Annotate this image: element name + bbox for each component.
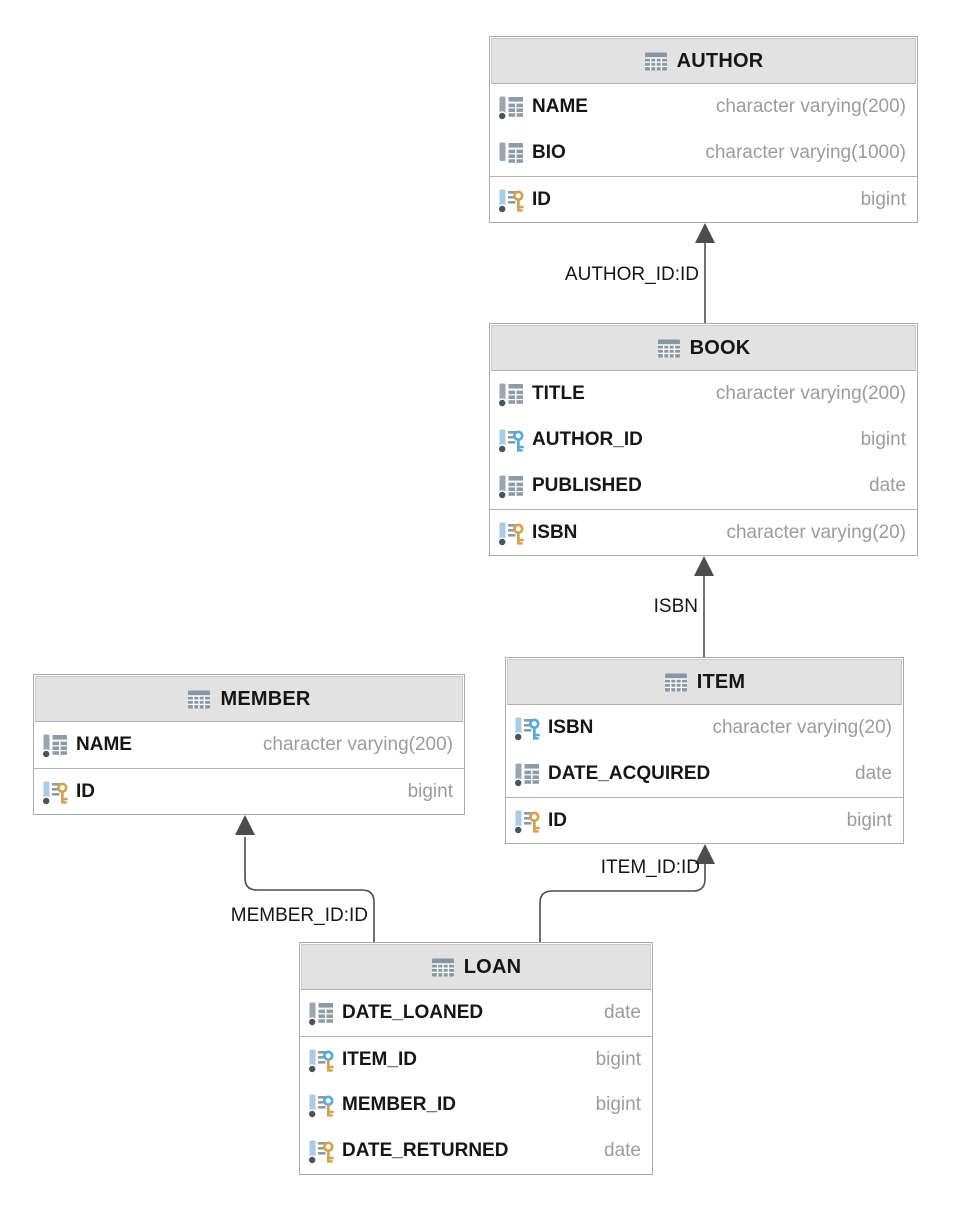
table-title: ITEM bbox=[696, 670, 746, 693]
column-name: TITLE bbox=[532, 383, 585, 404]
relationship-label: ISBN bbox=[654, 596, 698, 617]
primary-foreign-key-icon bbox=[307, 1091, 335, 1119]
relationship-item-book[interactable]: ISBN bbox=[654, 556, 714, 657]
column-name: ID bbox=[548, 809, 567, 831]
primary-key-icon bbox=[41, 778, 69, 806]
relationship-loan-member[interactable]: MEMBER_ID:ID bbox=[231, 815, 375, 942]
table-title: BOOK bbox=[689, 336, 751, 359]
column-icon bbox=[497, 139, 525, 167]
column-name: ISBN bbox=[532, 521, 578, 543]
column-row-published[interactable]: PUBLISHED date bbox=[490, 463, 917, 509]
column-type: bigint bbox=[595, 1094, 641, 1115]
table-icon bbox=[187, 689, 211, 710]
column-name: ID bbox=[76, 780, 95, 802]
primary-key-icon bbox=[513, 807, 541, 835]
column-row-isbn[interactable]: ISBN character varying(20) bbox=[490, 509, 917, 555]
column-row-member_id[interactable]: MEMBER_ID bigint bbox=[300, 1082, 652, 1128]
table-item[interactable]: ITEM ISBN character varying(20) DATE_ACQUIR… bbox=[505, 657, 904, 844]
table-icon bbox=[644, 51, 668, 72]
primary-key-icon bbox=[497, 186, 525, 214]
primary-key-icon bbox=[497, 519, 525, 547]
arrowhead-icon bbox=[695, 844, 715, 864]
table-member[interactable]: MEMBER NAME character varying(200) ID bigint bbox=[33, 674, 465, 815]
column-name: NAME bbox=[532, 96, 588, 117]
column-type: bigint bbox=[860, 429, 906, 450]
column-name: BIO bbox=[532, 142, 566, 163]
column-name: ID bbox=[532, 188, 551, 210]
column-name: AUTHOR_ID bbox=[532, 429, 643, 450]
relationship-loan-item[interactable]: ITEM_ID:ID bbox=[539, 844, 715, 942]
column-icon bbox=[513, 760, 541, 788]
column-name: ISBN bbox=[548, 717, 594, 738]
table-icon bbox=[657, 338, 681, 359]
column-row-date_loaned[interactable]: DATE_LOANED date bbox=[300, 990, 652, 1036]
table-title: LOAN bbox=[463, 955, 522, 978]
column-name: DATE_LOANED bbox=[342, 1002, 484, 1023]
table-header-book[interactable]: BOOK bbox=[491, 325, 916, 371]
column-type: character varying(20) bbox=[726, 521, 906, 543]
table-header-item[interactable]: ITEM bbox=[507, 659, 902, 705]
column-type: bigint bbox=[595, 1048, 641, 1070]
column-icon bbox=[307, 999, 335, 1027]
column-row-date_returned[interactable]: DATE_RETURNED date bbox=[300, 1128, 652, 1174]
column-type: character varying(20) bbox=[712, 717, 892, 738]
column-name: MEMBER_ID bbox=[342, 1094, 457, 1115]
relationship-book-author[interactable]: AUTHOR_ID:ID bbox=[565, 223, 715, 323]
column-type: date bbox=[855, 763, 892, 784]
column-row-bio[interactable]: BIO character varying(1000) bbox=[490, 130, 917, 176]
column-row-isbn[interactable]: ISBN character varying(20) bbox=[506, 705, 903, 751]
foreign-key-icon bbox=[513, 714, 541, 742]
table-header-member[interactable]: MEMBER bbox=[35, 676, 463, 722]
table-header-loan[interactable]: LOAN bbox=[301, 944, 651, 990]
table-header-author[interactable]: AUTHOR bbox=[491, 38, 916, 84]
column-type: bigint bbox=[860, 188, 906, 210]
column-icon bbox=[41, 731, 69, 759]
relationship-label: MEMBER_ID:ID bbox=[231, 905, 368, 926]
column-row-author_id[interactable]: AUTHOR_ID bigint bbox=[490, 417, 917, 463]
table-title: AUTHOR bbox=[676, 49, 764, 72]
column-row-name[interactable]: NAME character varying(200) bbox=[490, 84, 917, 130]
primary-key-icon bbox=[307, 1137, 335, 1165]
foreign-key-icon bbox=[497, 426, 525, 454]
column-icon bbox=[497, 93, 525, 121]
column-row-item_id[interactable]: ITEM_ID bigint bbox=[300, 1036, 652, 1082]
relationship-line[interactable] bbox=[539, 864, 706, 942]
column-row-id[interactable]: ID bigint bbox=[506, 797, 903, 843]
relationship-label: ITEM_ID:ID bbox=[601, 857, 700, 878]
column-icon bbox=[497, 380, 525, 408]
column-row-date_acquired[interactable]: DATE_ACQUIRED date bbox=[506, 751, 903, 797]
column-row-id[interactable]: ID bigint bbox=[34, 768, 464, 814]
column-row-name[interactable]: NAME character varying(200) bbox=[34, 722, 464, 768]
column-icon bbox=[497, 472, 525, 500]
table-title: MEMBER bbox=[220, 687, 311, 710]
column-type: date bbox=[604, 1002, 641, 1023]
table-icon bbox=[431, 957, 455, 978]
column-type: bigint bbox=[407, 780, 453, 802]
column-name: DATE_ACQUIRED bbox=[548, 763, 711, 784]
column-name: DATE_RETURNED bbox=[342, 1140, 509, 1161]
column-type: character varying(200) bbox=[715, 383, 906, 404]
column-name: NAME bbox=[76, 734, 132, 755]
table-book[interactable]: BOOK TITLE character varying(200) AUTHOR_ID… bbox=[489, 323, 918, 556]
column-name: PUBLISHED bbox=[532, 475, 642, 496]
column-type: bigint bbox=[846, 809, 892, 831]
arrowhead-icon bbox=[235, 815, 255, 835]
relationship-line[interactable] bbox=[244, 837, 375, 942]
arrowhead-icon bbox=[695, 223, 715, 243]
column-type: character varying(200) bbox=[262, 734, 453, 755]
column-row-title[interactable]: TITLE character varying(200) bbox=[490, 371, 917, 417]
column-type: character varying(200) bbox=[715, 96, 906, 117]
relationship-label: AUTHOR_ID:ID bbox=[565, 264, 699, 285]
arrowhead-icon bbox=[694, 556, 714, 576]
column-type: date bbox=[869, 475, 906, 496]
table-author[interactable]: AUTHOR NAME character varying(200) BIO chara… bbox=[489, 36, 918, 223]
column-type: date bbox=[604, 1140, 641, 1161]
column-type: character varying(1000) bbox=[705, 142, 906, 163]
table-icon bbox=[664, 672, 688, 693]
column-name: ITEM_ID bbox=[342, 1048, 417, 1070]
column-row-id[interactable]: ID bigint bbox=[490, 176, 917, 222]
primary-foreign-key-icon bbox=[307, 1046, 335, 1074]
